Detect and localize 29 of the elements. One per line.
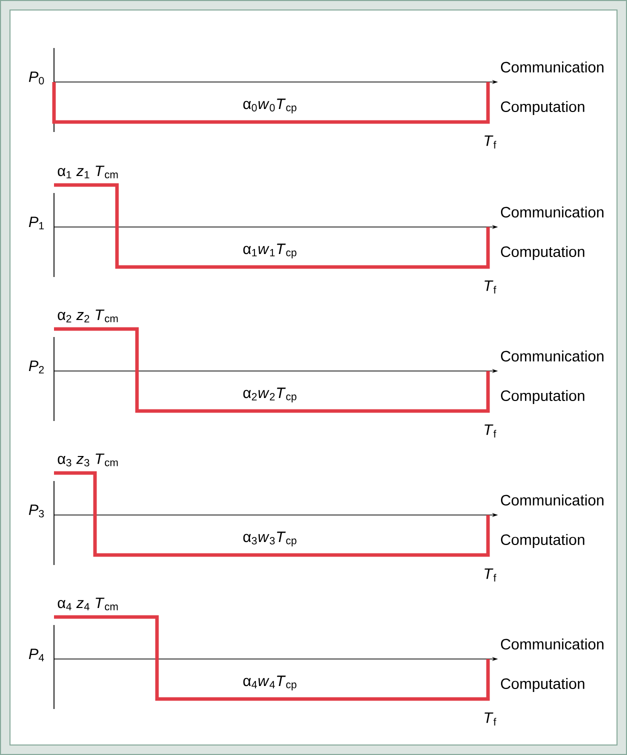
process-label: P$_{1}$ [28,216,44,230]
time-label: T$_{f}$ [484,136,496,148]
process-label: P$_{2}$ [28,360,44,374]
duration-label: α$_{0}$w$_{0}$T$_{cp}$ [243,98,296,114]
duration-label: α$_{1}$ z$_{1}$ T$_{cm}$ [58,166,118,178]
time-label: T$_{f}$ [484,712,496,726]
time-label: T$_{f}$ [484,568,496,582]
duration-label: α$_{2}$ z$_{2}$ T$_{cm}$ [58,310,118,322]
duration-label: α$_{1}$w$_{1}$T$_{cp}$ [243,244,296,258]
region-label: Computation [500,390,584,404]
region-label: Computation [500,246,584,260]
time-label: T$_{f}$ [484,280,496,294]
duration-label: α$_{3}$w$_{3}$T$_{cp}$ [243,532,296,546]
region-label: Communication [500,62,604,72]
process-label: P$_{4}$ [28,648,44,662]
region-label: Computation [500,101,584,115]
time-label: T$_{f}$ [484,424,496,438]
region-label: Computation [500,678,584,692]
duration-label: α$_{4}$ z$_{4}$ T$_{cm}$ [58,598,118,610]
duration-label: α$_{2}$w$_{2}$T$_{cp}$ [243,388,296,402]
process-label: P$_{0}$ [28,72,44,84]
duration-label: α$_{4}$w$_{4}$T$_{cp}$ [243,676,296,690]
duration-label: α$_{3}$ z$_{3}$ T$_{cm}$ [58,454,118,466]
region-label: Communication [500,350,604,362]
region-label: Communication [500,206,604,218]
region-label: Communication [500,494,604,506]
region-label: Computation [500,534,584,548]
process-label: P$_{3}$ [28,504,44,518]
region-label: Communication [500,638,604,650]
